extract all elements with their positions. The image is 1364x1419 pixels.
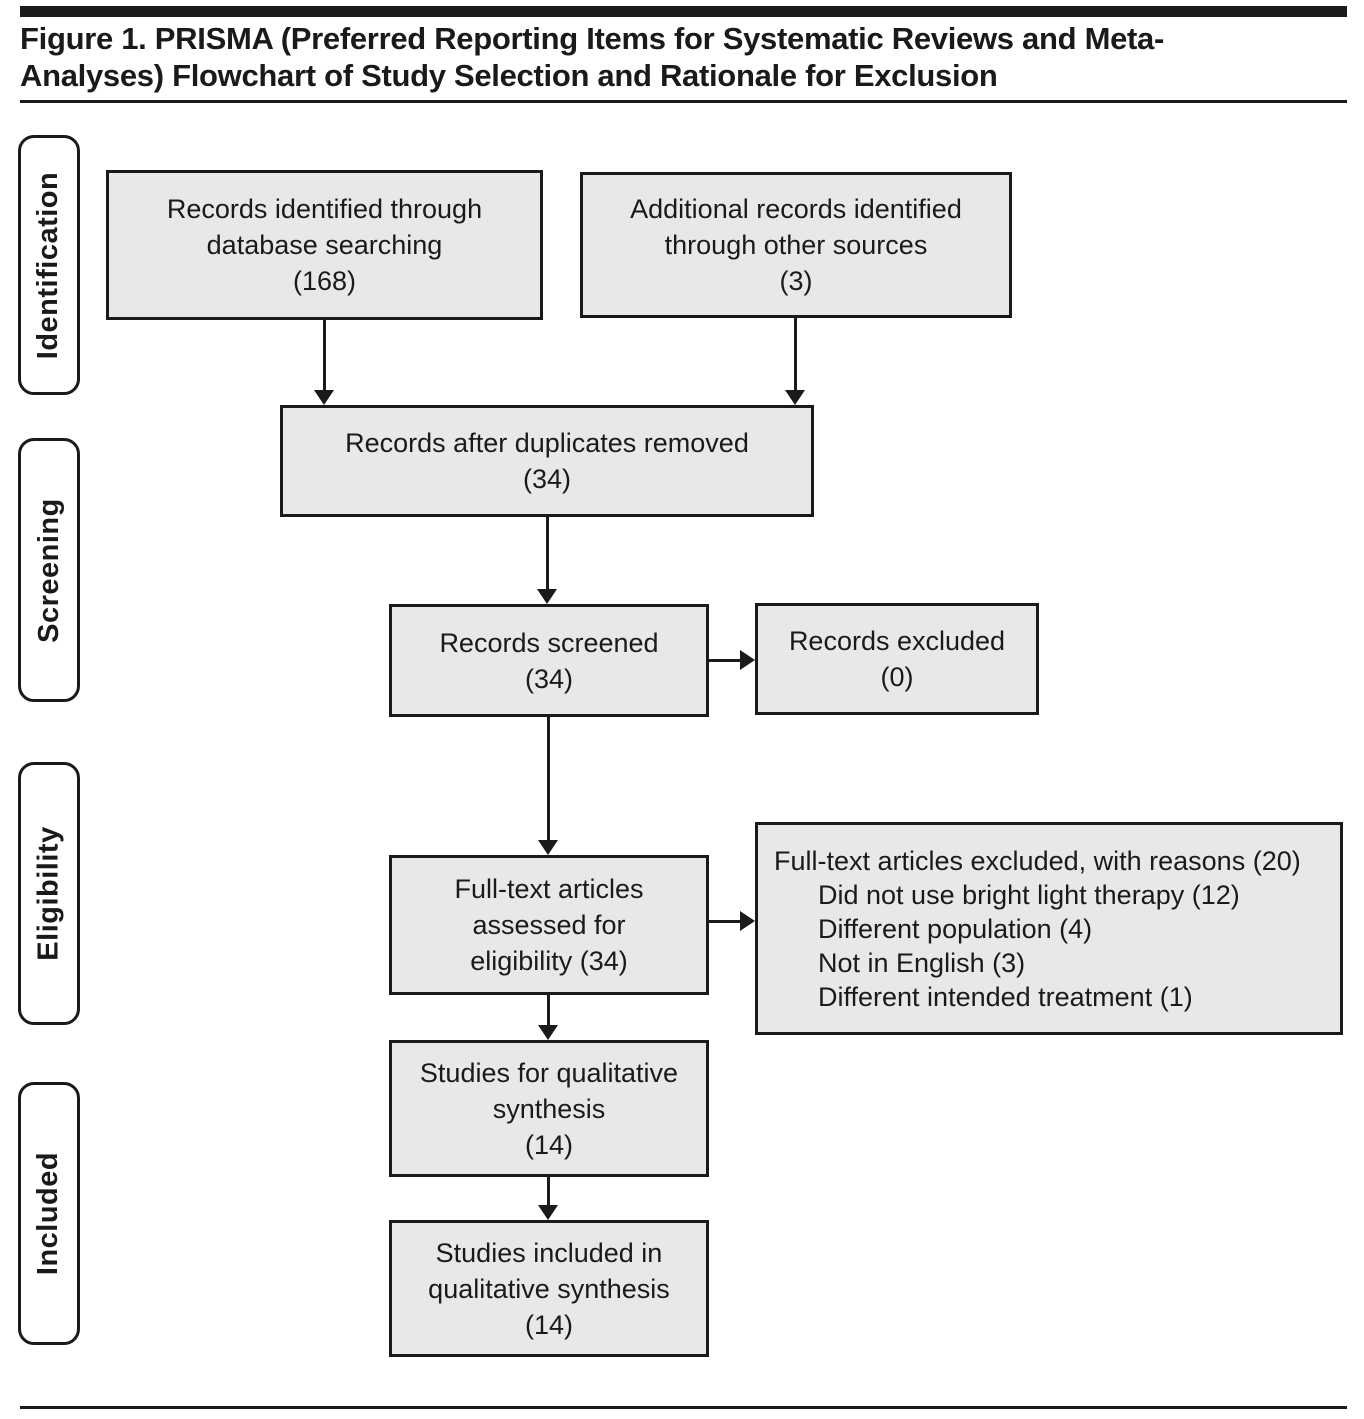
stage-label-text: Eligibility — [32, 826, 65, 961]
arrow-head — [538, 840, 558, 855]
box-text: Records after duplicates removed (34) — [345, 428, 749, 494]
stage-label-included: Included — [18, 1082, 80, 1345]
arrow-head — [785, 390, 805, 405]
exclusion-reason: Did not use bright light therapy (12) — [818, 879, 1240, 910]
arrow-shaft — [547, 1177, 550, 1206]
arrow-head — [537, 589, 557, 604]
box-fulltext-excluded: Full-text articles excluded, with reason… — [755, 822, 1343, 1035]
arrow-head — [740, 911, 755, 931]
arrow-head — [314, 390, 334, 405]
box-records-identified: Records identified through database sear… — [106, 170, 543, 320]
box-records-excluded: Records excluded (0) — [755, 603, 1039, 715]
arrow-shaft — [794, 318, 797, 391]
figure-title: Figure 1. PRISMA (Preferred Reporting It… — [20, 21, 1165, 93]
title-divider — [20, 100, 1347, 103]
arrow-shaft — [323, 320, 326, 391]
arrow-head — [538, 1025, 558, 1040]
box-text: Full-text articles assessed for eligibil… — [454, 874, 644, 976]
box-text: Studies for qualitative synthesis (14) — [419, 1057, 679, 1160]
arrow-head — [538, 1205, 558, 1220]
arrow-shaft — [547, 717, 550, 841]
box-additional-records: Additional records identified through ot… — [580, 172, 1012, 318]
box-text: Records identified through database sear… — [166, 194, 483, 296]
box-text: Records excluded (0) — [788, 626, 1006, 692]
arrow-shaft — [546, 517, 549, 590]
figure-top-bar — [20, 6, 1347, 17]
stage-label-eligibility: Eligibility — [18, 762, 80, 1025]
stage-label-text: Screening — [32, 497, 65, 643]
box-text: Additional records identified through ot… — [630, 194, 962, 296]
box-text: Studies included in qualitative synthesi… — [428, 1237, 670, 1340]
figure-bottom-divider — [20, 1406, 1347, 1409]
stage-label-text: Included — [32, 1151, 65, 1276]
box-fulltext-assessed: Full-text articles assessed for eligibil… — [389, 855, 709, 995]
box-after-duplicates: Records after duplicates removed (34) — [280, 405, 814, 517]
box-records-screened: Records screened (34) — [389, 604, 709, 717]
exclusion-heading: Full-text articles excluded, with reason… — [774, 845, 1301, 876]
exclusion-reason: Different intended treatment (1) — [818, 981, 1193, 1012]
box-text: Records screened (34) — [439, 627, 659, 694]
box-included-qualitative: Studies included in qualitative synthesi… — [389, 1220, 709, 1357]
stage-label-identification: Identification — [18, 135, 80, 395]
arrow-shaft — [547, 995, 550, 1026]
stage-label-screening: Screening — [18, 438, 80, 702]
exclusion-reason: Different population (4) — [818, 913, 1093, 944]
exclusion-reason: Not in English (3) — [818, 947, 1026, 978]
arrow-shaft — [709, 659, 741, 662]
arrow-shaft — [709, 920, 741, 923]
arrow-head — [740, 650, 755, 670]
stage-label-text: Identification — [32, 171, 65, 359]
box-qualitative-synthesis: Studies for qualitative synthesis (14) — [389, 1040, 709, 1177]
